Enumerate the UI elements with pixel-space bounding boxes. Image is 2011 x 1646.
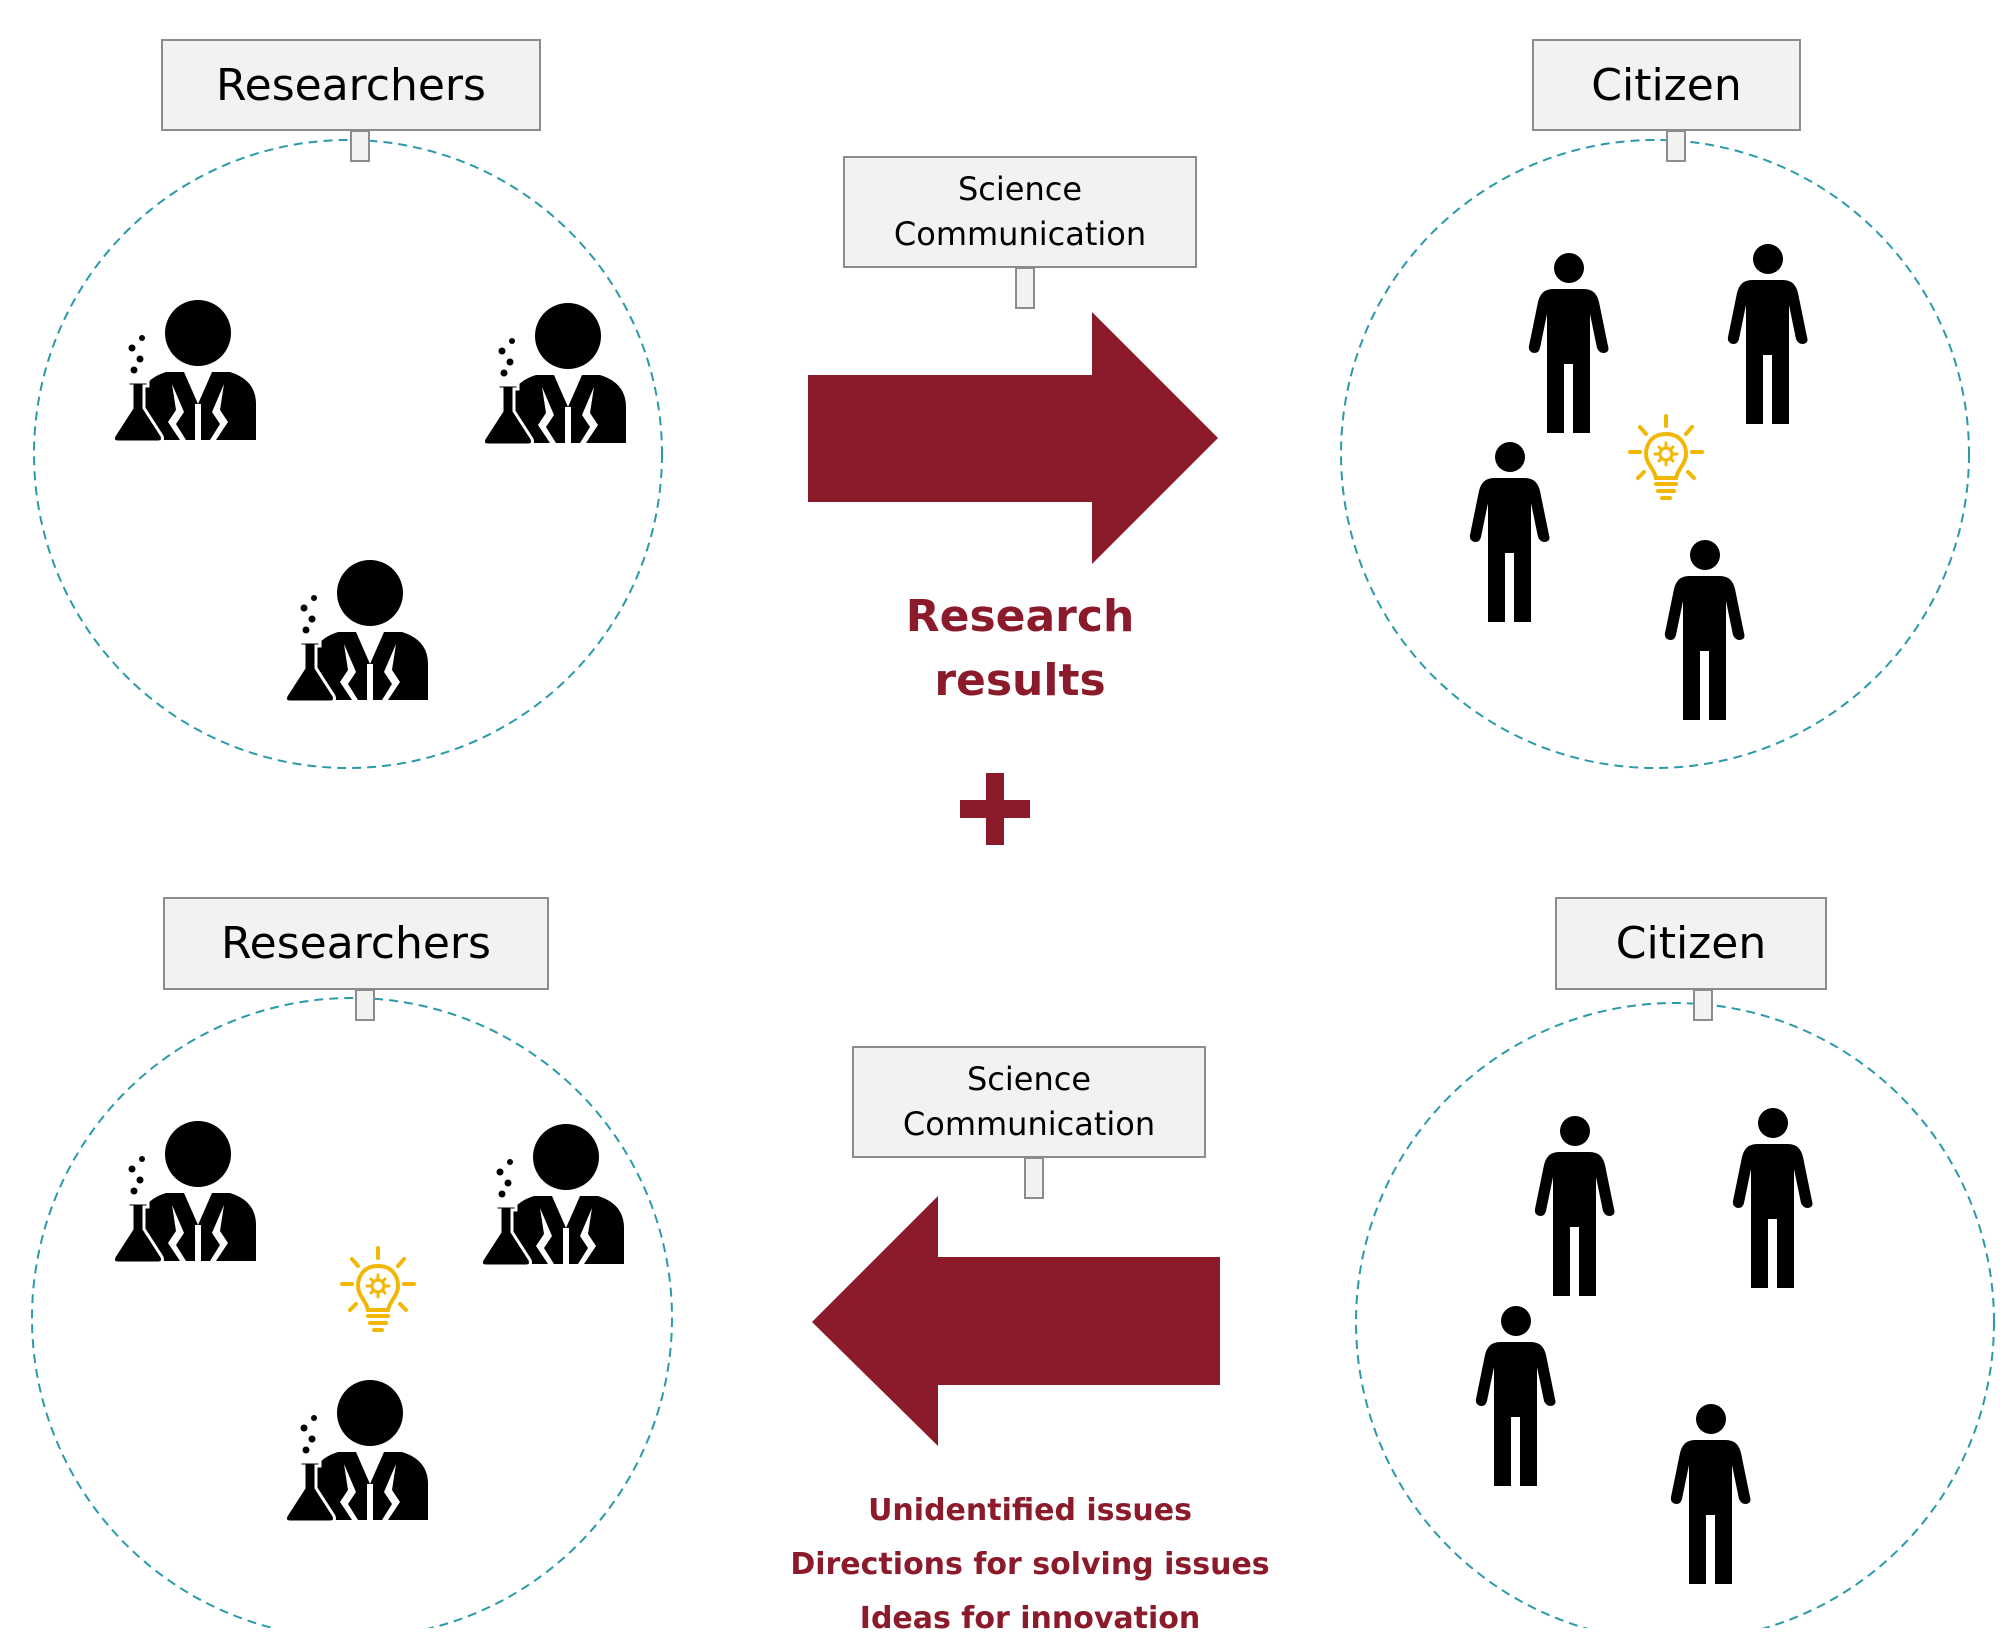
- plus-sign-vertical: [986, 773, 1004, 845]
- bottom-flow-item: Unidentified issues: [868, 1493, 1192, 1528]
- top-citizen-group-circle: [1340, 139, 1970, 769]
- bottom-citizen-label-tab: [1693, 989, 1713, 1021]
- bottom-researchers-group-circle: [31, 997, 673, 1628]
- top-citizen-label-text: Citizen: [1591, 59, 1742, 111]
- person-icon: [1469, 442, 1550, 622]
- person-icon: [1727, 244, 1808, 424]
- top-right-arrow: [808, 312, 1218, 564]
- researcher-icon: [284, 558, 430, 704]
- bottom-flow-item: Ideas for innovation: [859, 1601, 1201, 1636]
- top-researchers-label-tab: [350, 130, 370, 162]
- person-icon: [1664, 540, 1745, 720]
- person-icon: [1670, 1404, 1751, 1584]
- person-icon: [1528, 253, 1609, 433]
- bottom-channel-label: Science Communication: [852, 1046, 1206, 1158]
- person-icon: [1534, 1116, 1615, 1296]
- lightbulb-gear-icon: [1628, 414, 1704, 500]
- bottom-channel-label-line2: Communication: [902, 1105, 1156, 1143]
- bottom-researchers-label-text: Researchers: [221, 918, 491, 969]
- researcher-icon: [112, 298, 258, 444]
- bottom-citizen-label-text: Citizen: [1615, 918, 1767, 969]
- top-channel-label-line2: Communication: [893, 215, 1147, 253]
- bottom-flow-list: Unidentified issues Directions for solvi…: [780, 1484, 1280, 1646]
- bottom-citizen-label: Citizen: [1555, 897, 1827, 990]
- top-flow-text-line1: Research: [905, 591, 1135, 642]
- top-channel-label: Science Communication: [843, 156, 1197, 268]
- researcher-icon: [284, 1378, 430, 1524]
- top-researchers-group-circle: [33, 139, 663, 769]
- researcher-icon: [480, 1122, 626, 1268]
- top-flow-text-line2: results: [934, 655, 1106, 706]
- researcher-icon: [112, 1119, 258, 1265]
- bottom-flow-item: Directions for solving issues: [790, 1547, 1270, 1582]
- researcher-icon: [482, 301, 628, 447]
- person-icon: [1732, 1108, 1813, 1288]
- person-icon: [1475, 1306, 1556, 1486]
- bottom-channel-label-line1: Science: [966, 1060, 1092, 1098]
- top-citizen-label-tab: [1666, 130, 1686, 162]
- top-citizen-label: Citizen: [1532, 39, 1801, 131]
- top-channel-label-tab: [1015, 267, 1035, 309]
- bottom-left-arrow: [812, 1196, 1220, 1446]
- bottom-researchers-label: Researchers: [163, 897, 549, 990]
- lightbulb-gear-icon: [340, 1246, 416, 1332]
- top-flow-text: Research results: [880, 585, 1160, 713]
- bottom-researchers-label-tab: [355, 989, 375, 1021]
- top-channel-label-line1: Science: [957, 170, 1083, 208]
- top-researchers-label: Researchers: [161, 39, 541, 131]
- top-researchers-label-text: Researchers: [216, 59, 486, 111]
- bottom-channel-label-tab: [1024, 1157, 1044, 1199]
- bottom-citizen-group-circle: [1355, 1002, 1995, 1628]
